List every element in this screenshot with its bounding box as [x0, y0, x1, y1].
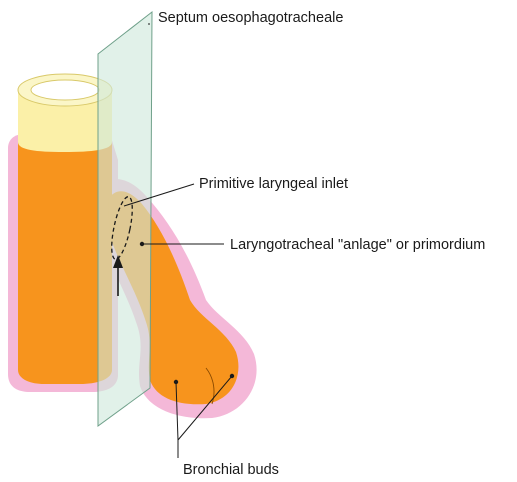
primordium-dot [140, 242, 144, 246]
septum-plane [98, 12, 152, 426]
label-septum: Septum oesophagotracheale [158, 10, 343, 26]
bud-dot-right [230, 374, 234, 378]
tube-lumen [31, 80, 99, 100]
bud-dot-left [174, 380, 178, 384]
label-buds: Bronchial buds [183, 462, 279, 478]
label-primordium: Laryngotracheal "anlage" or primordium [230, 237, 485, 253]
label-inlet: Primitive laryngeal inlet [199, 176, 348, 192]
